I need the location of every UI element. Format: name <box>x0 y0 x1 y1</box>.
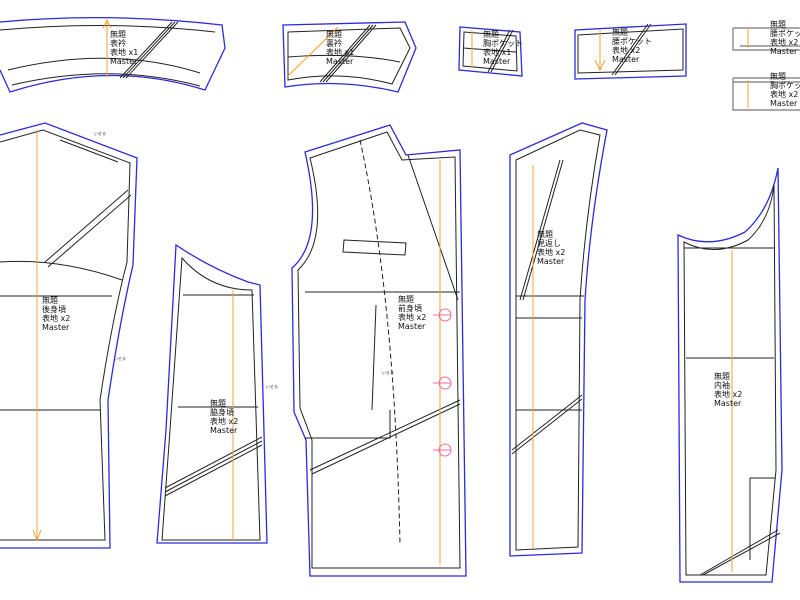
piece-top-collar[interactable] <box>0 17 226 93</box>
piece-back-body[interactable] <box>0 122 138 549</box>
piece-chest-pocket[interactable] <box>458 26 523 77</box>
piece-waist-pocket-2[interactable] <box>732 27 800 51</box>
ease-note: いせる <box>114 356 126 361</box>
piece-front-body[interactable] <box>291 124 467 577</box>
piece-side-body[interactable] <box>156 243 268 544</box>
piece-waist-pocket[interactable] <box>574 23 687 80</box>
ease-note: いせる <box>94 131 106 136</box>
piece-chest-pocket-2[interactable] <box>732 77 800 111</box>
piece-facing[interactable] <box>509 122 608 557</box>
ease-note: いせる <box>382 370 394 375</box>
ease-note: いせる <box>266 384 278 389</box>
piece-under-sleeve[interactable] <box>677 167 783 583</box>
button-marks <box>433 308 452 457</box>
piece-under-collar[interactable] <box>282 21 417 93</box>
